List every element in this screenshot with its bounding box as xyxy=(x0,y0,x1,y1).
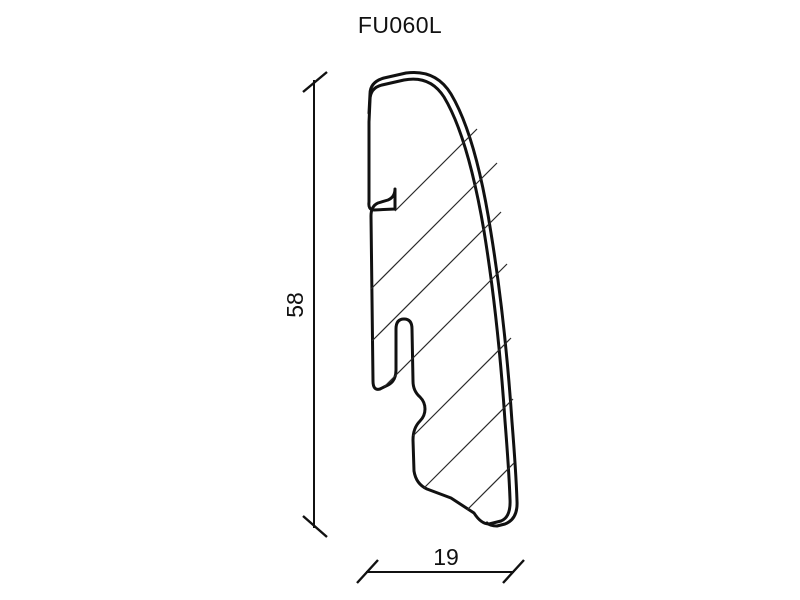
width-dimension-tick-left xyxy=(356,559,379,584)
hatch-line xyxy=(383,263,508,388)
veneer-edge-group xyxy=(367,70,519,528)
hatch-line xyxy=(412,337,512,437)
hatch-line xyxy=(423,398,514,489)
width-dimension-tick-right xyxy=(502,559,525,584)
height-dimension-tick-top xyxy=(302,71,328,93)
hatch-line xyxy=(466,462,515,511)
width-dimension-group: 19 xyxy=(356,544,525,584)
page-title: FU060L xyxy=(357,12,443,38)
hatch-line xyxy=(371,211,502,342)
hatch-line xyxy=(394,128,478,212)
veneer-edge-line xyxy=(367,70,519,528)
profile-outline xyxy=(367,77,512,526)
height-dimension-label: 58 xyxy=(282,292,308,318)
hatch-lines-group xyxy=(370,128,515,511)
height-dimension-tick-bottom xyxy=(302,515,328,538)
profile-outline-group xyxy=(367,77,512,526)
width-dimension-label: 19 xyxy=(433,544,459,570)
hatch-line xyxy=(370,162,498,290)
height-dimension-group: 58 xyxy=(282,71,328,538)
